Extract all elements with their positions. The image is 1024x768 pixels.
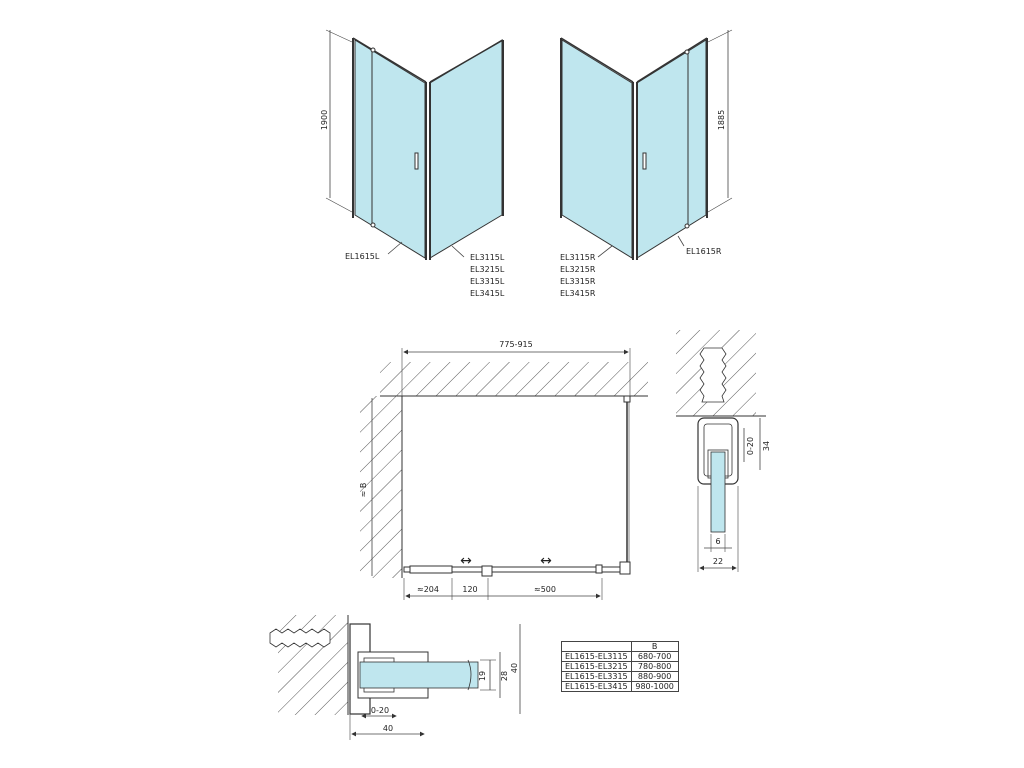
top-wall-hatch (380, 362, 648, 396)
panel-label-left-1: EL3115L (470, 253, 505, 262)
height-dim-left: 1900 (320, 110, 329, 130)
glass-section-horizontal (359, 661, 479, 689)
left-wall-hatch (360, 396, 402, 578)
table-cell: EL1615-EL3215 (561, 661, 632, 672)
panel-label-right-1: EL3115R (560, 253, 596, 262)
table-header-cell (561, 641, 632, 652)
panel-label-right-3: EL3315R (560, 277, 596, 286)
panel-label-left-2: EL3215L (470, 265, 505, 274)
enclosure-right-view: 1885 EL1615R EL3115R EL3215R EL3315R EL3… (560, 29, 733, 298)
door-label-left: EL1615L (345, 252, 380, 261)
table-header-cell: B (630, 641, 679, 652)
panel-label-right-4: EL3415R (560, 289, 596, 298)
door-label-right: EL1615R (686, 247, 722, 256)
width-dim: 775-915 (499, 340, 532, 349)
depth-dim: ≈ B (359, 483, 368, 498)
panel-label-left-4: EL3415L (470, 289, 505, 298)
panel-label-left-3: EL3315L (470, 277, 505, 286)
dim-40-horizontal-h: 40 (383, 724, 393, 733)
dim-34-vertical: 34 (762, 441, 771, 451)
enclosure-left-view: 1900 EL1615L EL3115L EL3215L EL3315L EL3… (320, 29, 505, 298)
table-row: EL1615-EL3315 880-900 (561, 671, 679, 682)
table-row: EL1615-EL3115 680-700 (561, 651, 679, 662)
profile-vertical-detail: 0-20 34 6 22 (676, 330, 771, 572)
table-cell: EL1615-EL3115 (561, 651, 632, 662)
table-header-row: B (561, 641, 679, 652)
table-row: EL1615-EL3215 780-800 (561, 661, 679, 672)
dim-bottom-1: ≈204 (417, 585, 439, 594)
door-handle-icon (414, 152, 419, 170)
profile-horizontal-detail: 19 28 40 0-20 40 (269, 615, 521, 740)
table-cell: 680-700 (630, 651, 679, 662)
table-cell: 780-800 (630, 661, 679, 672)
height-dim-right: 1885 (717, 110, 726, 130)
glass-section-vertical (710, 451, 726, 533)
table-cell: 880-900 (630, 671, 679, 682)
swing-arrow-icon: ↔ (540, 553, 552, 569)
dim-28-horizontal: 28 (500, 671, 509, 681)
dim-40-horizontal-v: 40 (510, 663, 519, 673)
dim-bottom-2: 120 (462, 585, 477, 594)
side-panel-glass-right (561, 39, 633, 259)
table-cell: 980-1000 (630, 681, 679, 692)
dim-bottom-3: ≈500 (534, 585, 556, 594)
table-cell: EL1615-EL3415 (561, 681, 632, 692)
door-handle-icon (642, 152, 647, 170)
table-cell: EL1615-EL3315 (561, 671, 632, 682)
size-table: B EL1615-EL3115 680-700 EL1615-EL3215 78… (561, 641, 679, 692)
door-glass-right (636, 39, 707, 259)
door-glass-left (354, 39, 426, 259)
dim-22-vertical: 22 (713, 557, 723, 566)
plan-view: 775-915 ≈ B ↔ ↔ ≈204 120 ≈500 (359, 340, 648, 600)
table-row: EL1615-EL3415 980-1000 (561, 681, 679, 692)
side-panel-glass-left (429, 39, 503, 259)
dim-0-20-horizontal: 0-20 (371, 706, 389, 715)
dim-0-20-vertical: 0-20 (746, 437, 755, 455)
dim-6-vertical: 6 (715, 537, 720, 546)
swing-arrow-icon: ↔ (460, 553, 472, 569)
dim-19-horizontal: 19 (478, 671, 487, 681)
panel-label-right-2: EL3215R (560, 265, 596, 274)
